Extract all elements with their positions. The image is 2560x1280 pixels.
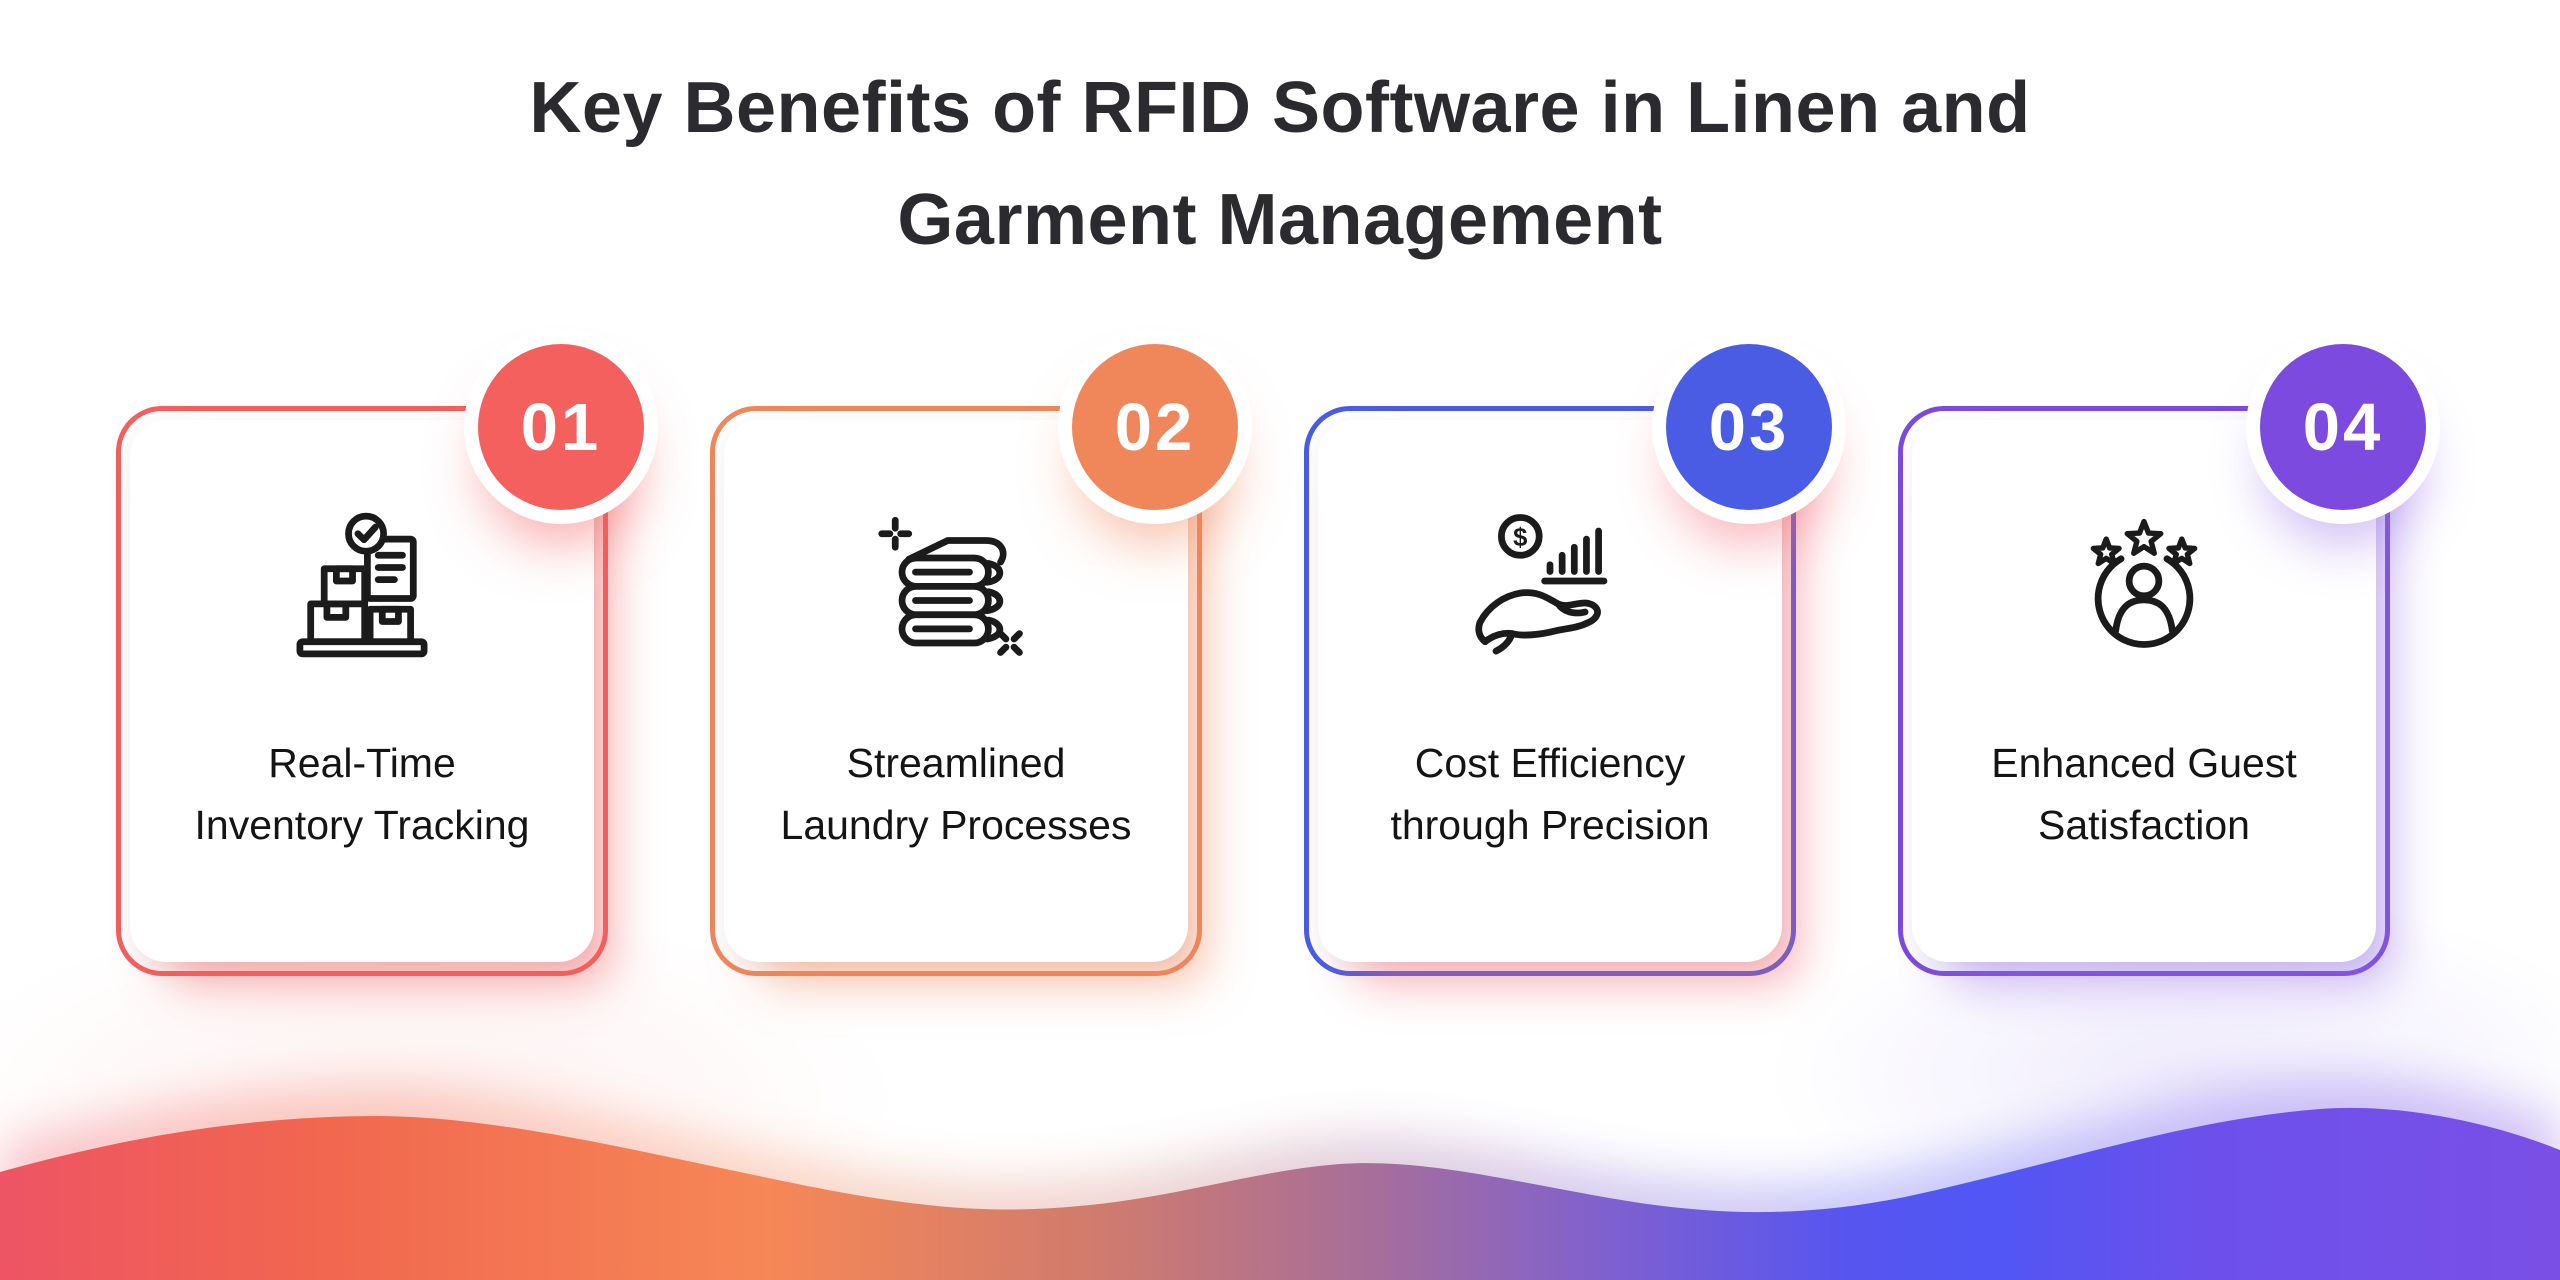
folded-towels-icon bbox=[875, 504, 1037, 666]
card-number: 04 bbox=[2302, 389, 2384, 465]
inventory-checklist-icon bbox=[281, 504, 443, 666]
benefit-card-4: Enhanced Guest Satisfaction 04 bbox=[1898, 344, 2426, 976]
page-title: Key Benefits of RFID Software in Linen a… bbox=[0, 52, 2560, 276]
card-number: 01 bbox=[520, 389, 602, 465]
hand-coin-growth-icon: $ bbox=[1469, 504, 1631, 666]
card-label-line2: Satisfaction bbox=[2038, 802, 2250, 848]
card-frame bbox=[116, 406, 608, 976]
benefit-card-3: $ Cost Efficiency through Precision 03 bbox=[1304, 344, 1832, 976]
dollar-sign: $ bbox=[1513, 524, 1527, 552]
card-label-line1: Streamlined bbox=[846, 740, 1066, 786]
card-label: Cost Efficiency through Precision bbox=[1320, 732, 1780, 856]
card-body bbox=[1318, 420, 1782, 962]
card-body bbox=[130, 420, 594, 962]
card-frame bbox=[1898, 406, 2390, 976]
card-label: Streamlined Laundry Processes bbox=[726, 732, 1186, 856]
guest-rating-icon bbox=[2063, 504, 2225, 666]
card-number-badge: 04 bbox=[2260, 344, 2426, 510]
card-number: 03 bbox=[1708, 389, 1790, 465]
card-label: Real-Time Inventory Tracking bbox=[132, 732, 592, 856]
page-title-line1: Key Benefits of RFID Software in Linen a… bbox=[529, 68, 2031, 148]
wave-shape bbox=[0, 1107, 2560, 1280]
page-title-line2: Garment Management bbox=[897, 180, 1663, 260]
card-number-badge: 01 bbox=[478, 344, 644, 510]
card-frame bbox=[1304, 406, 1796, 976]
card-number-badge: 03 bbox=[1666, 344, 1832, 510]
card-label-line1: Cost Efficiency bbox=[1414, 740, 1686, 786]
card-label: Enhanced Guest Satisfaction bbox=[1914, 732, 2374, 856]
card-label-line2: Inventory Tracking bbox=[194, 802, 530, 848]
benefit-card-2: Streamlined Laundry Processes 02 bbox=[710, 344, 1238, 976]
card-number: 02 bbox=[1114, 389, 1196, 465]
card-label-line1: Enhanced Guest bbox=[1991, 740, 2297, 786]
card-number-badge: 02 bbox=[1072, 344, 1238, 510]
benefit-card-1: Real-Time Inventory Tracking 01 bbox=[116, 344, 644, 976]
card-label-line2: through Precision bbox=[1390, 802, 1710, 848]
card-label-line2: Laundry Processes bbox=[780, 802, 1132, 848]
card-frame bbox=[710, 406, 1202, 976]
wave-halo bbox=[0, 1079, 2560, 1252]
card-body bbox=[1912, 420, 2376, 962]
card-label-line1: Real-Time bbox=[268, 740, 456, 786]
card-body bbox=[724, 420, 1188, 962]
